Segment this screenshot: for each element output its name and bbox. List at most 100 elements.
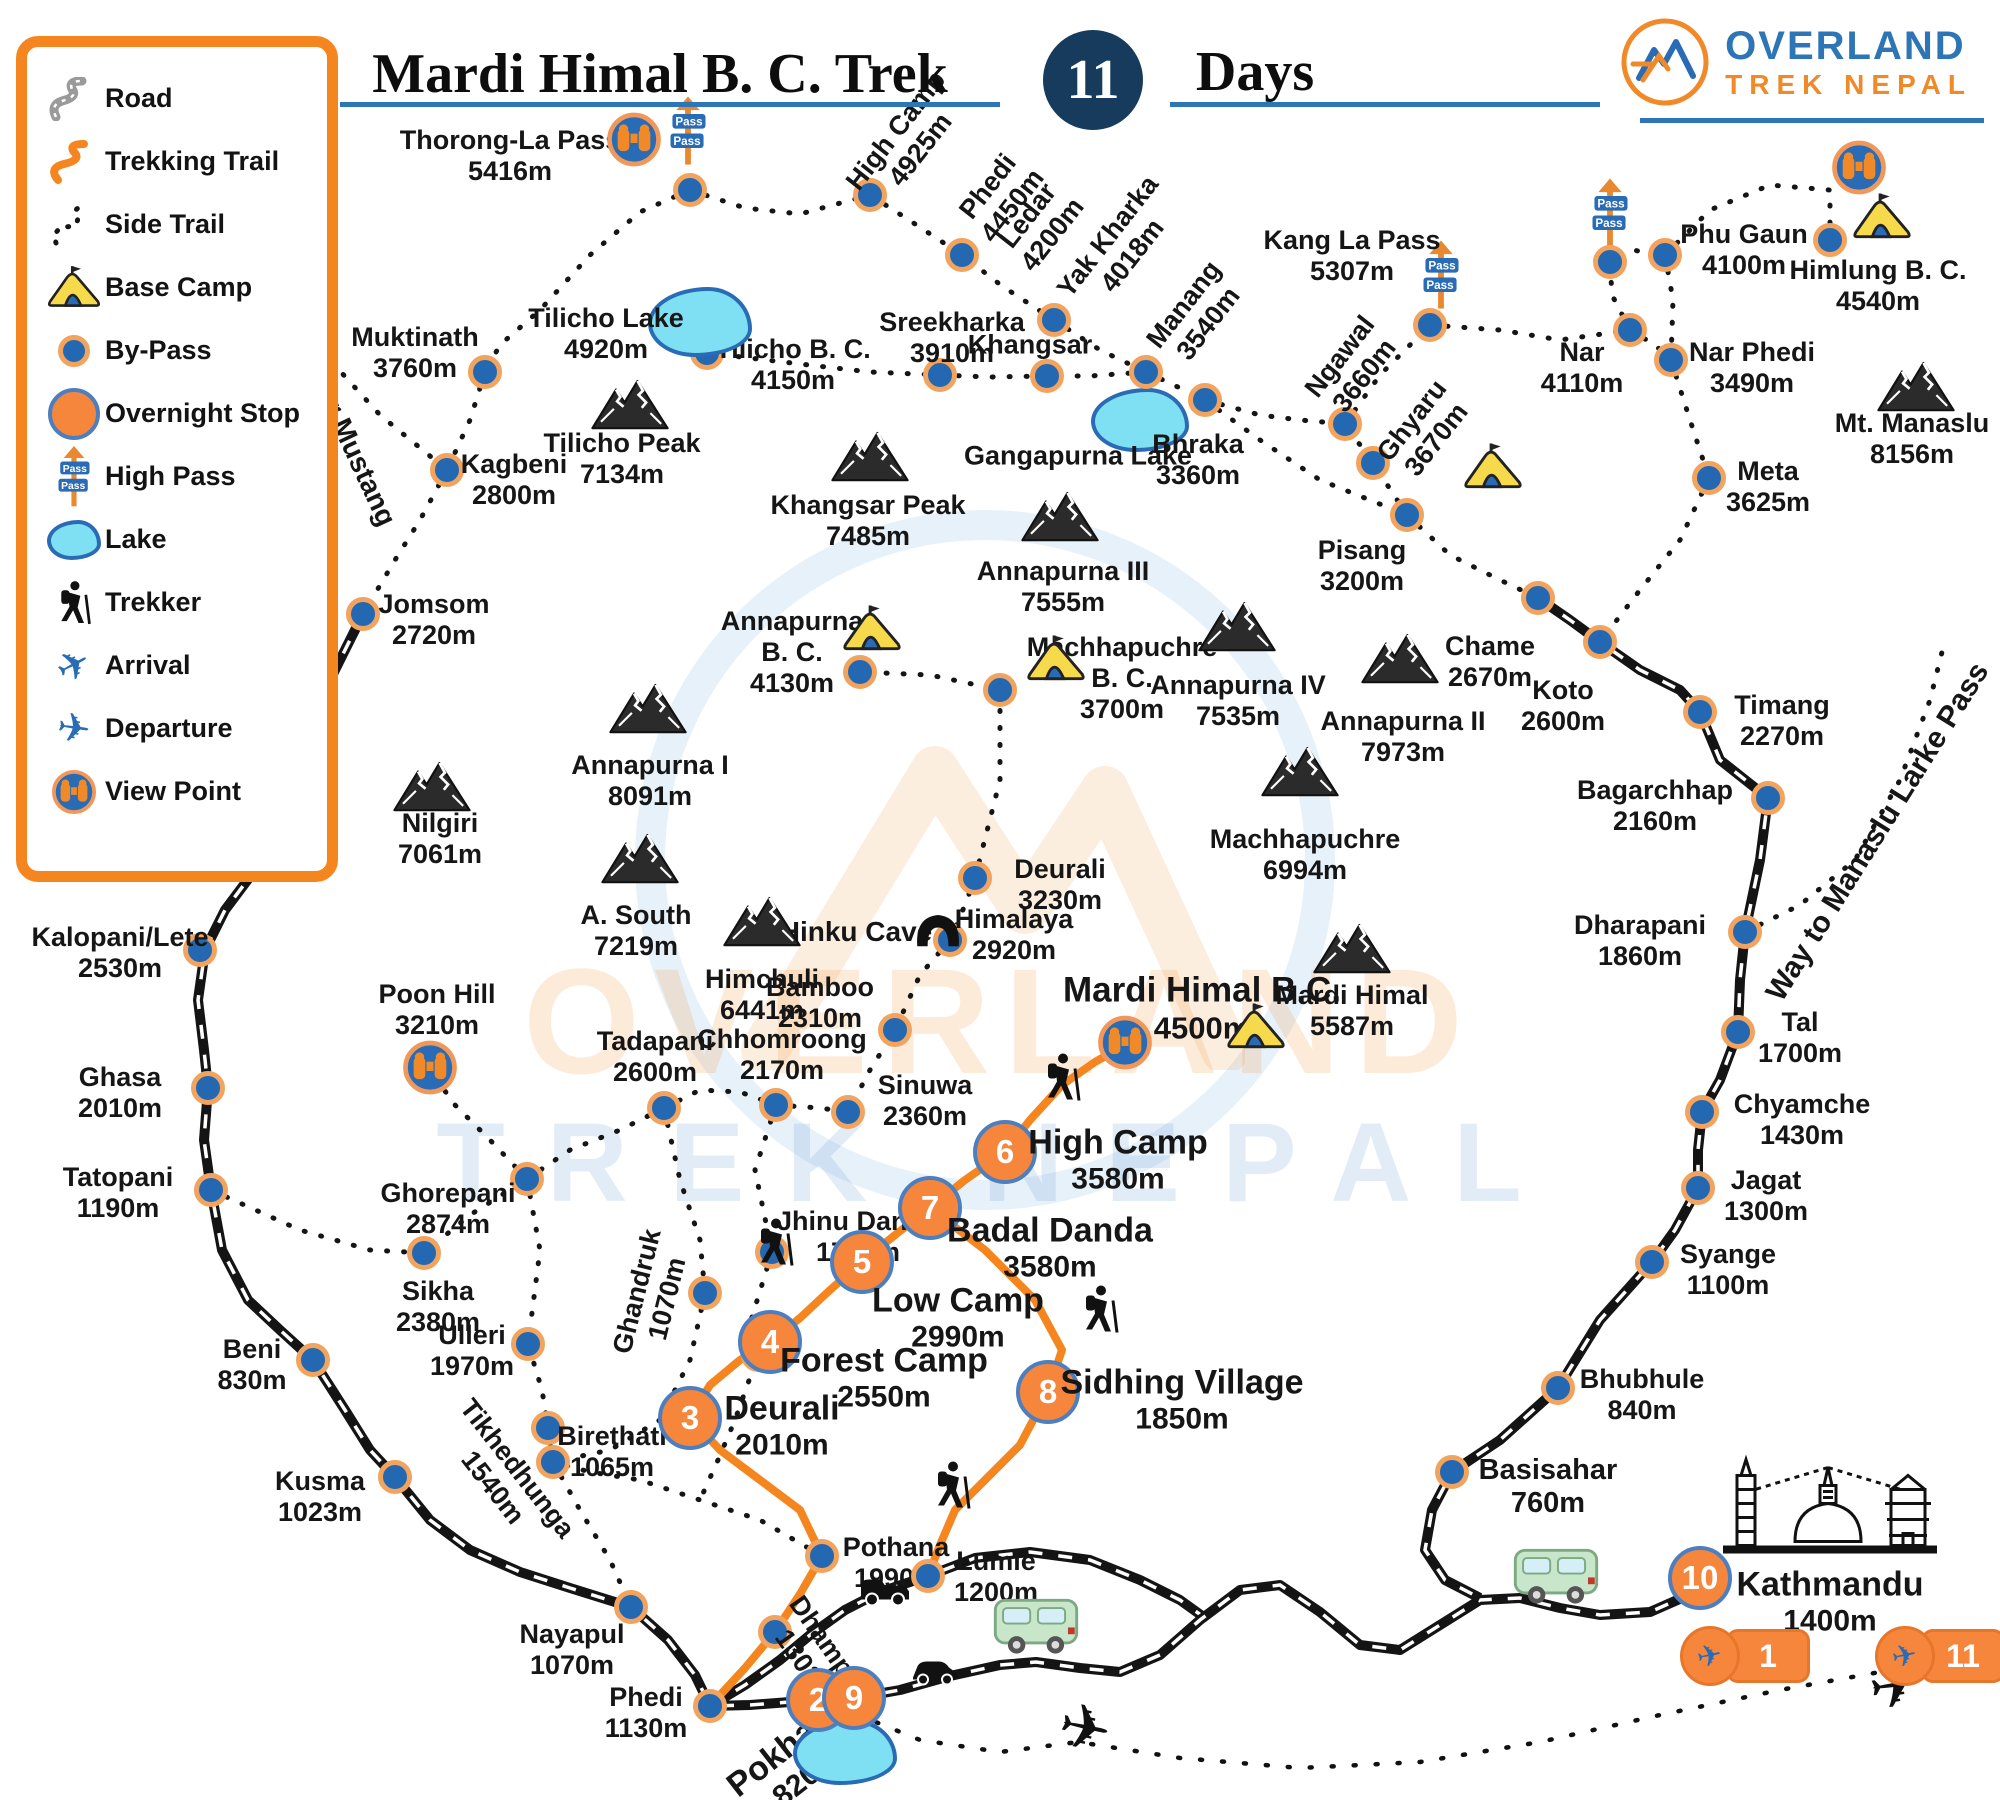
- peak-icon-tilicho-peak: [588, 375, 672, 438]
- stop-4-forest-camp-label-line: 2550m: [837, 1380, 931, 1414]
- node-jagat: [1681, 1171, 1715, 1205]
- legend-item-departure: ✈ Departure: [43, 697, 327, 760]
- node-tadapani: [647, 1091, 681, 1125]
- nayapul-label-line: 1070m: [529, 1650, 615, 1680]
- day-badge-1: ✈1: [1680, 1626, 1810, 1686]
- road-icon: [43, 76, 105, 121]
- svg-text:Pass: Pass: [673, 135, 700, 148]
- stop-6-high-camp-label-line: High Camp: [1028, 1123, 1208, 1162]
- machhapuchre-bc-label-line: 3700m: [1079, 693, 1165, 724]
- tilicho-peak-label-line: Tilicho Peak: [543, 428, 701, 459]
- annapurna-iii-label-line: 7555m: [1020, 587, 1106, 617]
- stop-marker-stop-7-badal-danda: 7: [898, 1176, 962, 1240]
- peak-icon-khangsar-peak: [828, 427, 912, 490]
- arrival-icon: ✈: [48, 638, 100, 693]
- ghasa-label-line: 2010m: [77, 1093, 163, 1123]
- nar-label-line: Nar: [1559, 337, 1605, 368]
- stop-number: 5: [852, 1243, 872, 1280]
- himchuli-label-line: Himchuli: [704, 964, 820, 995]
- thorong-la-pass-label-line: 5416m: [467, 156, 553, 186]
- node-kagbeni: [430, 453, 464, 487]
- legend-item-by-pass: By-Pass: [43, 319, 327, 382]
- legend-item-base-camp: Base Camp: [43, 256, 327, 319]
- node-high-camp-circuit: [853, 178, 887, 212]
- annapurna-iii-label-line: Annapurna III: [976, 556, 1150, 587]
- khangsar-peak-label-line: 7485m: [825, 521, 911, 551]
- bamboo-label-line: Bamboo: [766, 972, 874, 1003]
- trekker-icon: [1078, 1285, 1122, 1340]
- overnight-stop-icon: [43, 387, 105, 440]
- side-trail-path: [1404, 512, 1541, 601]
- node-birethati: [536, 1445, 570, 1479]
- company-logo: OVERLAND TREK NEPAL: [1619, 16, 1972, 108]
- himalaya-label-line: 2920m: [971, 935, 1057, 965]
- ghorepani-label-line: 2874m: [405, 1209, 491, 1239]
- stop-number: 10: [1681, 1559, 1719, 1596]
- mardi-himal-peak-label-line: 5587m: [1309, 1011, 1395, 1041]
- tal-label-line: 1700m: [1757, 1038, 1843, 1068]
- node-chhomroong: [759, 1088, 793, 1122]
- annapurna-bc-label-line: 4130m: [749, 667, 835, 698]
- tilicho-lake-label-line: Tilicho Lake: [528, 303, 684, 334]
- mt-manaslu-label-line: Mt. Manaslu: [1834, 408, 1990, 439]
- sinuwa-label-line: Sinuwa: [877, 1070, 973, 1101]
- viewpoint-icon-himlung-viewpoint: [1831, 140, 1887, 201]
- stop-marker-stop-8-sidhing: 8: [1016, 1360, 1080, 1424]
- badge-plane-icon: ✈: [1680, 1626, 1740, 1686]
- side-trail-path: [687, 187, 1149, 375]
- node-tikhedhunga: [531, 1411, 565, 1445]
- ulleri-label-line: 1970m: [429, 1351, 515, 1381]
- dharapani-label-line: 1860m: [1597, 941, 1683, 971]
- node-kalopani-lete: [183, 933, 217, 967]
- legend-item-view-point: View Point: [43, 760, 327, 823]
- svg-text:Pass: Pass: [1595, 217, 1622, 230]
- machhapuchre-peak-label-line: 6994m: [1262, 855, 1348, 885]
- node-lumle: [911, 1559, 945, 1593]
- side-trail-icon: [43, 203, 105, 247]
- deurali-sanctuary-label-line: 3230m: [1017, 885, 1103, 915]
- base-camp-icon-machhapuchre-bc-tent: [1025, 635, 1087, 690]
- basisahar-label-line: 760m: [1510, 1487, 1586, 1519]
- stop-5-low-camp-label-line: Low Camp: [872, 1281, 1044, 1320]
- trekking-trail-icon: [43, 139, 105, 184]
- birethati-label-line: 1065m: [569, 1452, 655, 1482]
- poon-hill-label-line: 3210m: [394, 1010, 480, 1040]
- stop-number: 7: [920, 1189, 940, 1226]
- annapurna-i-label-line: 8091m: [607, 781, 693, 811]
- skyline-icon: [1715, 1446, 1945, 1571]
- annapurna-iv-label-line: Annapurna IV: [1150, 670, 1326, 701]
- legend-item-side-trail: Side Trail: [43, 193, 327, 256]
- viewpoint-icon-mardi-himal-bc: [1097, 1015, 1153, 1076]
- trekker-icon: [43, 580, 105, 626]
- a-south-label-line: 7219m: [593, 931, 679, 961]
- legend-item-road: Road: [43, 67, 327, 130]
- trekker-icon: [1040, 1053, 1084, 1108]
- side-trail-path: [1597, 475, 1712, 645]
- peak-icon-annapurna-iii: [1018, 487, 1102, 550]
- tilicho-bc-label-line: 4150m: [750, 365, 836, 395]
- nilgiri-label-line: 7061m: [397, 839, 483, 869]
- peak-icon-machhapuchre-peak: [1258, 742, 1342, 805]
- kalopani-lete-label-line: 2530m: [77, 953, 163, 983]
- hinku-cave-label: Hinku Cave: [780, 916, 933, 948]
- side-trail-path: [1742, 637, 1948, 935]
- bhraka-label-line: Bhraka: [1152, 429, 1244, 460]
- side-trail-path: [1202, 397, 1410, 518]
- side-trail-path: [550, 1459, 634, 1610]
